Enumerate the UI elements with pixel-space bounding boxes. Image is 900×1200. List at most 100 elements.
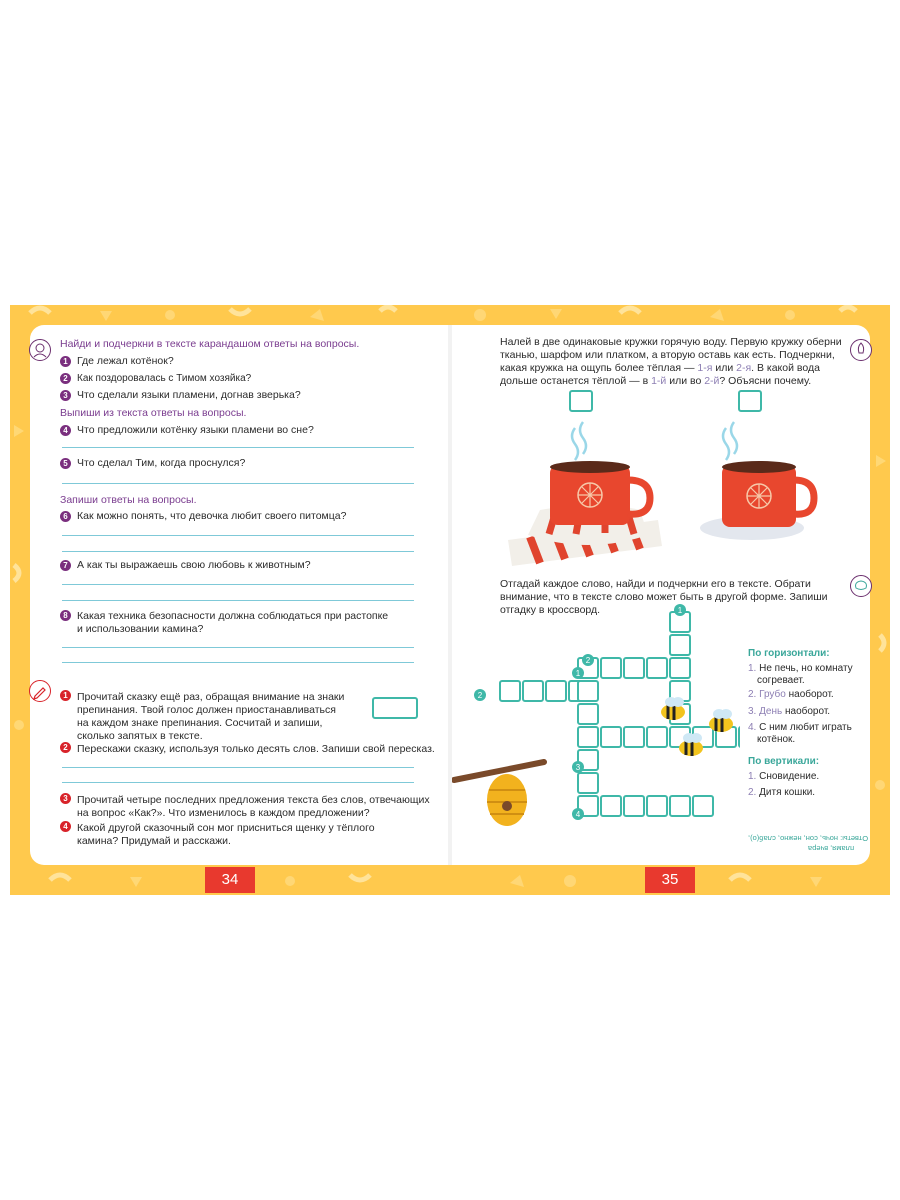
pencil-icon xyxy=(29,680,51,702)
crossword-cell[interactable] xyxy=(669,634,691,656)
crossword-cell[interactable] xyxy=(499,680,521,702)
task-number: 1 xyxy=(60,690,71,701)
question-number: 8 xyxy=(60,610,71,621)
clue-number-badge xyxy=(674,604,686,616)
task-number: 3 xyxy=(60,793,71,804)
crossword-cell[interactable] xyxy=(600,726,622,748)
question-text: Как можно понять, что девочка любит свое… xyxy=(77,510,347,522)
answer-line[interactable] xyxy=(62,662,414,663)
down-title: По вертикали: xyxy=(748,756,820,767)
crossword-cell[interactable] xyxy=(577,703,599,725)
choice-2nd[interactable]: 2-я xyxy=(736,362,752,374)
bees-image xyxy=(661,697,733,756)
crossword-cell[interactable] xyxy=(669,795,691,817)
answer-line[interactable] xyxy=(62,535,414,536)
clue-number: 1 xyxy=(576,669,581,678)
question-number: 2 xyxy=(60,373,71,384)
task-number: 4 xyxy=(60,821,71,832)
experiment-text: тканью, шарфом или платком, а вторую ост… xyxy=(500,349,835,361)
clue-number: 2 xyxy=(478,691,483,700)
question-text: Как поздоровалась с Тимом хозяйка? xyxy=(77,373,252,384)
crossword-cell[interactable] xyxy=(623,726,645,748)
question-number: 6 xyxy=(60,511,71,522)
question-number: 4 xyxy=(60,425,71,436)
answer-line[interactable] xyxy=(62,782,414,783)
answer-line[interactable] xyxy=(62,767,414,768)
choice-1st-b[interactable]: 1-й xyxy=(651,375,667,387)
question-number: 5 xyxy=(60,458,71,469)
task-text: препинания. Твой голос должен приостанав… xyxy=(77,704,336,716)
crossword-cell[interactable] xyxy=(646,657,668,679)
across-clue-cont: согревает. xyxy=(757,675,805,686)
answer-line[interactable] xyxy=(62,600,414,601)
crossword-cell[interactable] xyxy=(600,795,622,817)
clue-number-badge xyxy=(582,654,594,666)
instruction-answer: Запиши ответы на вопросы. xyxy=(60,494,197,506)
crossword-cell[interactable] xyxy=(577,680,599,702)
task-text: Прочитай сказку ещё раз, обращая внимани… xyxy=(77,691,345,703)
thinking-head-icon xyxy=(29,339,51,361)
riddle-text: внимание, что в тексте слово может быть … xyxy=(500,591,828,603)
experiment-text: дольше останется тёплой — в 1-й или во 2… xyxy=(500,375,812,387)
crossword-cell[interactable] xyxy=(577,772,599,794)
crossword-cell[interactable] xyxy=(522,680,544,702)
crossword-cell[interactable] xyxy=(669,657,691,679)
mug-2-checkbox[interactable] xyxy=(738,390,762,412)
mug-with-scarf-image xyxy=(508,421,662,566)
crossword-cell[interactable] xyxy=(738,726,740,748)
page-number-left: 34 xyxy=(205,867,255,893)
question-number: 1 xyxy=(60,356,71,367)
crossword-cell[interactable] xyxy=(545,680,567,702)
question-text: Что предложили котёнку языки пламени во … xyxy=(77,424,314,436)
mug-plain-image xyxy=(700,421,818,540)
task-text: на вопрос «Как?». Что изменилось в каждо… xyxy=(77,807,370,819)
choice-1st[interactable]: 1-я xyxy=(697,362,713,374)
task-text: Прочитай четыре последних предложения те… xyxy=(77,794,430,806)
brain-icon xyxy=(850,575,872,597)
crossword-cell[interactable] xyxy=(600,657,622,679)
down-clue: 2. Дитя кошки. xyxy=(748,787,816,798)
crossword-cell[interactable] xyxy=(623,657,645,679)
clue-number-badge xyxy=(572,761,584,773)
clue-number: 4 xyxy=(576,810,581,819)
question-text: Что сделали языки пламени, догнав зверьк… xyxy=(77,389,301,401)
choice-2nd-b[interactable]: 2-й xyxy=(704,375,720,387)
question-text: Что сделал Тим, когда проснулся? xyxy=(77,457,246,469)
answer-line[interactable] xyxy=(62,551,414,552)
task-text: Какой другой сказочный сон мог приснитьс… xyxy=(77,822,375,834)
instruction-write-out: Выпиши из текста ответы на вопросы. xyxy=(60,407,247,419)
crossword-cell[interactable] xyxy=(646,795,668,817)
crossword-cell[interactable] xyxy=(646,726,668,748)
left-page xyxy=(30,325,448,865)
answers-upside-down: Ответы: ночь, сон, нежно, слаб(о), xyxy=(748,834,869,843)
question-text: и использовании камина? xyxy=(77,623,204,635)
answer-line[interactable] xyxy=(62,483,414,484)
task-text: на каждом знаке препинания. Сосчитай и з… xyxy=(77,717,323,729)
across-clue: 4. С ним любит играть xyxy=(748,722,852,733)
answers-upside-down: пламя, вчера xyxy=(808,844,855,853)
crossword-cell[interactable] xyxy=(623,795,645,817)
crossword-cell[interactable] xyxy=(577,726,599,748)
mug-1-checkbox[interactable] xyxy=(569,390,593,412)
across-clue: 1. Не печь, но комнату xyxy=(748,663,853,674)
decorative-pattern xyxy=(12,305,887,887)
crossword-cell[interactable] xyxy=(692,795,714,817)
across-title: По горизонтали: xyxy=(748,648,830,659)
across-clue: 3. День наоборот. xyxy=(748,706,831,717)
riddle-text: Отгадай каждое слово, найди и подчеркни … xyxy=(500,578,811,590)
right-page xyxy=(452,325,870,865)
riddle-text: отгадку в кроссворд. xyxy=(500,604,601,616)
clue-number: 3 xyxy=(576,763,581,772)
comma-count-box[interactable] xyxy=(372,697,418,719)
answer-line[interactable] xyxy=(62,584,414,585)
task-number: 2 xyxy=(60,742,71,753)
experiment-text: Налей в две одинаковые кружки горячую во… xyxy=(500,336,842,348)
answer-line[interactable] xyxy=(62,447,414,448)
across-clue: 2. Грубо наоборот. xyxy=(748,689,834,700)
clue-number: 1 xyxy=(678,606,683,615)
task-text: сколько запятых в тексте. xyxy=(77,730,203,742)
question-number: 7 xyxy=(60,560,71,571)
page-number-right: 35 xyxy=(645,867,695,893)
answer-line[interactable] xyxy=(62,647,414,648)
clue-number-badge xyxy=(474,689,486,701)
